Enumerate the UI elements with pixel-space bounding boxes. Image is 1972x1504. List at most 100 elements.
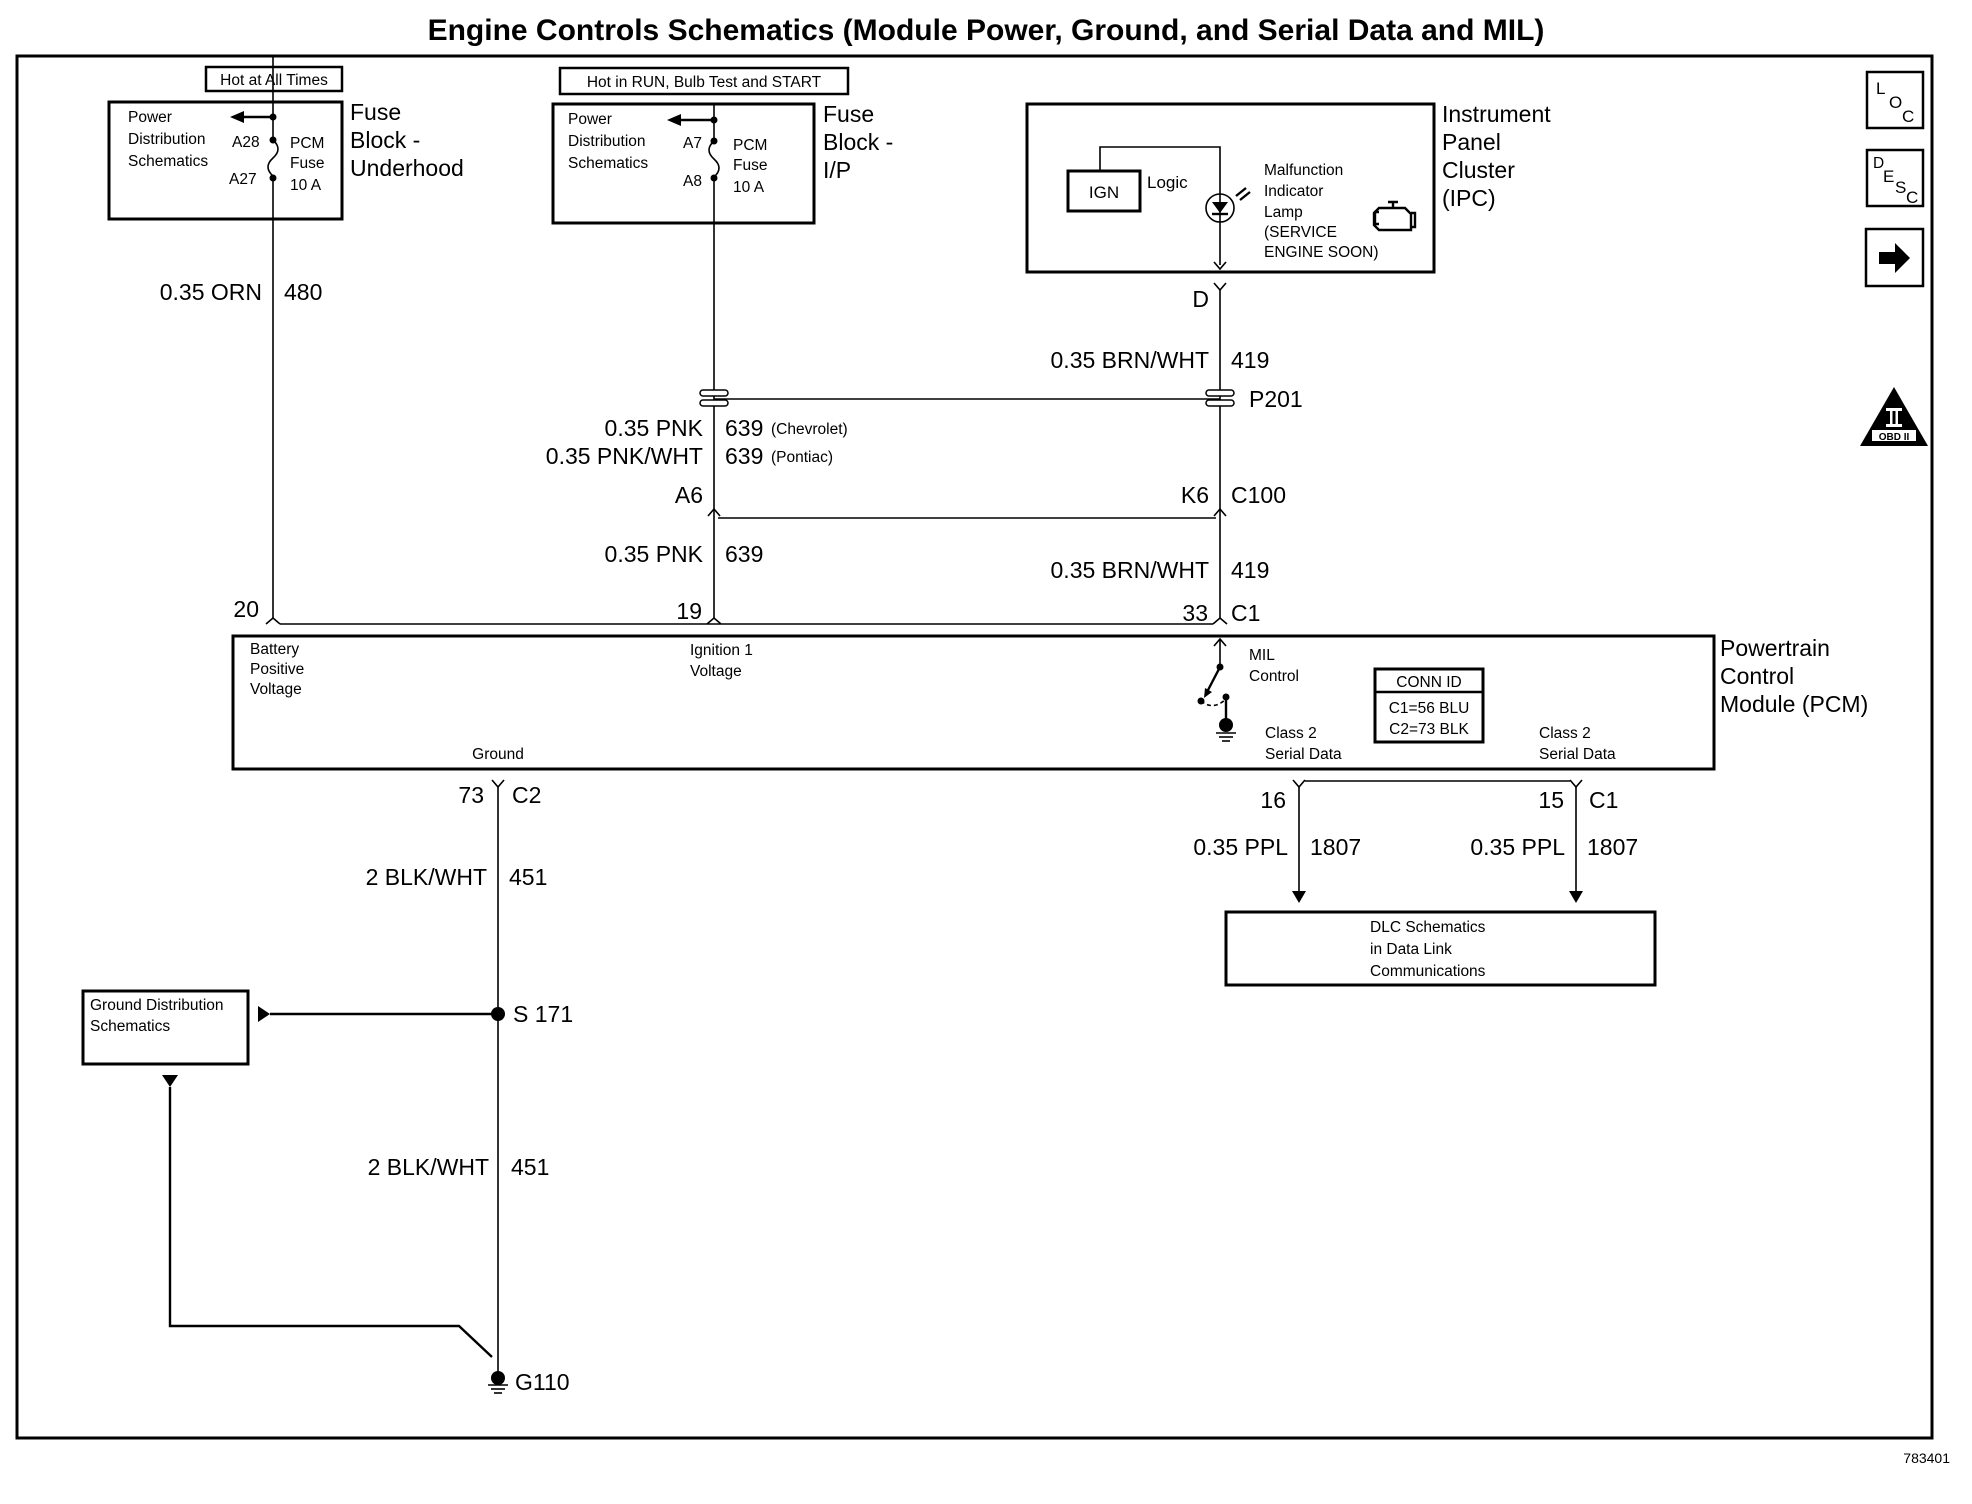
wire-spec: 2 BLK/WHT [366, 864, 487, 890]
diagram-frame [15, 54, 1934, 1440]
connector-pin-15 [1569, 779, 1583, 789]
component-name-2: Panel [1442, 129, 1501, 155]
ground-distribution-ref[interactable]: Ground Distribution Schematics [81, 989, 250, 1066]
wire-spec: 0.35 ORN [160, 279, 262, 305]
mil-label-3: Lamp [1264, 204, 1303, 221]
fuse-label-2: Fuse [290, 155, 324, 172]
wire-spec: 0.35 BRN/WHT [1051, 557, 1209, 583]
mil-control-switch-icon [1197, 637, 1236, 742]
pin-a8: A8 [683, 173, 702, 190]
component-name: Powertrain [1720, 635, 1830, 661]
desc-letter-d: D [1873, 155, 1884, 172]
next-page-button[interactable] [1864, 227, 1925, 288]
wire-spec: 0.35 PNK [605, 541, 704, 567]
ign-label: IGN [1089, 183, 1119, 202]
connector-pin-19 [706, 616, 722, 625]
ground-return-wire [168, 1087, 493, 1358]
variant-note: (Pontiac) [771, 449, 833, 466]
circuit-number: 419 [1231, 347, 1269, 373]
arrow-right-icon [258, 1006, 270, 1022]
wire-spec: 0.35 PNK/WHT [546, 443, 703, 469]
power-distribution-ref[interactable]: Power [128, 109, 172, 126]
pin-a28: A28 [232, 134, 260, 151]
p201-connector-right [1205, 389, 1235, 407]
fuse-block-ip: Hot in RUN, Bulb Test and START Power Di… [551, 66, 893, 225]
component-name-3: I/P [823, 157, 851, 183]
conn-id-row: C2=73 BLK [1389, 721, 1469, 738]
fuse-icon [267, 139, 279, 177]
p201-connector-left [699, 389, 729, 407]
component-name-3: Underhood [350, 155, 464, 181]
fuse-label: PCM [290, 135, 324, 152]
ground-dist-label-2: Schematics [90, 1018, 170, 1035]
mil-label: Malfunction [1264, 162, 1343, 179]
loc-letter-l: L [1876, 79, 1885, 98]
circuit-number: 451 [509, 864, 547, 890]
desc-letter-e: E [1883, 167, 1894, 186]
pin-15: 15 [1538, 787, 1564, 813]
pin-a6: A6 [675, 482, 703, 508]
component-name: Instrument [1442, 101, 1551, 127]
ign-block [1066, 169, 1142, 213]
connector-c1: C1 [1231, 600, 1260, 626]
right-arrow-icon [1879, 243, 1910, 273]
loc-letter-c: C [1902, 107, 1914, 126]
dlc-label-2: in Data Link [1370, 941, 1452, 958]
splice-label: S 171 [513, 1001, 573, 1027]
arrow-left-icon [230, 111, 244, 123]
dlc-label: DLC Schematics [1370, 919, 1486, 936]
arrow-down-icon [1292, 891, 1306, 903]
mil-control-label-2: Control [1249, 668, 1299, 685]
battery-input-label-3: Voltage [250, 681, 302, 698]
circuit-number: 480 [284, 279, 322, 305]
wire-spec: 0.35 BRN/WHT [1051, 347, 1209, 373]
ignition-input-label: Ignition 1 [690, 642, 753, 659]
serial-data-right-label-2: Serial Data [1539, 746, 1616, 763]
serial-data-right-label: Class 2 [1539, 725, 1591, 742]
connector-p201: P201 [1249, 386, 1303, 412]
fuse-block-underhood: Hot at All Times Power Distribution Sche… [107, 56, 464, 221]
power-distribution-ref-3: Schematics [128, 153, 208, 170]
power-distribution-ref-2: Distribution [568, 133, 646, 150]
location-button[interactable]: L O C [1865, 70, 1925, 130]
connector-pin-33 [1212, 616, 1228, 625]
fuse-label-2: Fuse [733, 157, 767, 174]
description-button[interactable]: D E S C [1865, 148, 1925, 208]
connector-c100-right [1213, 507, 1227, 517]
dlc-label-3: Communications [1370, 963, 1486, 980]
component-name-2: Block - [823, 129, 893, 155]
arrow-down-icon [162, 1075, 178, 1087]
circuit-number: 639 [725, 443, 763, 469]
mil-label-5: ENGINE SOON) [1264, 244, 1379, 261]
component-name-2: Block - [350, 127, 420, 153]
splice-s171 [491, 1007, 505, 1021]
page-title: Engine Controls Schematics (Module Power… [428, 14, 1545, 47]
instrument-panel-cluster: IGN Logic Malfunction Indicator Lamp (SE… [1025, 101, 1551, 312]
power-distribution-ref[interactable]: Power [568, 111, 612, 128]
mil-control-label: MIL [1249, 647, 1275, 664]
pin-19: 19 [676, 598, 702, 624]
dlc-schematics-ref[interactable]: DLC Schematics in Data Link Communicatio… [1224, 910, 1657, 987]
serial-data-left-label: Class 2 [1265, 725, 1317, 742]
mil-label-4: (SERVICE [1264, 224, 1337, 241]
connector-pin-16 [1292, 779, 1306, 789]
circuit-number: 419 [1231, 557, 1269, 583]
powertrain-control-module: Battery Positive Voltage Ignition 1 Volt… [231, 634, 1868, 771]
ground-dist-label: Ground Distribution [90, 997, 224, 1014]
component-name-2: Control [1720, 663, 1794, 689]
component-name-4: (IPC) [1442, 185, 1496, 211]
connector-c100: C100 [1231, 482, 1286, 508]
light-rays-icon [1235, 187, 1251, 201]
logic-label: Logic [1147, 173, 1188, 192]
banner-text: Hot in RUN, Bulb Test and START [587, 74, 822, 91]
connector-pin-73 [491, 779, 505, 789]
pin-a27: A27 [229, 171, 257, 188]
fuse-rating: 10 A [290, 177, 322, 194]
circuit-number: 451 [511, 1154, 549, 1180]
conn-id-header: CONN ID [1396, 674, 1461, 691]
wire-spec: 0.35 PNK [605, 415, 704, 441]
power-distribution-ref-2: Distribution [128, 131, 206, 148]
arrow-left-icon [667, 114, 681, 126]
pin-a7: A7 [683, 135, 702, 152]
